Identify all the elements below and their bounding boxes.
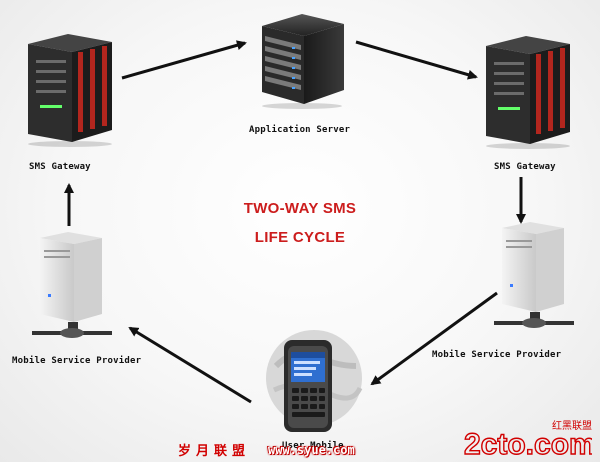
arrow-server-to-gateway xyxy=(355,40,478,80)
sms-gateway-right-label: SMS Gateway xyxy=(494,162,556,172)
diagram-title-line1: TWO-WAY SMS xyxy=(243,200,357,217)
provider-right-icon xyxy=(494,222,574,328)
diagram-title-line2: LIFE CYCLE xyxy=(254,229,346,246)
arrow-provider-to-mobile xyxy=(370,291,498,386)
watermark-logo-text: 2cto.com xyxy=(464,428,592,458)
provider-left-label: Mobile Service Provider xyxy=(12,356,142,366)
arrow-gateway-to-server xyxy=(121,40,247,80)
application-server-icon xyxy=(262,14,344,109)
watermark-chinese: 岁月联盟 xyxy=(178,444,251,459)
user-mobile-icon xyxy=(266,330,363,432)
application-server-label: Application Server xyxy=(249,125,351,135)
watermark-logo-cn: 红黑联盟 xyxy=(552,419,592,432)
provider-right-label: Mobile Service Provider xyxy=(432,350,562,360)
sms-gateway-right-icon xyxy=(486,36,570,149)
sms-gateway-left-icon xyxy=(28,34,112,147)
user-mobile-label: User Mobile xyxy=(282,441,344,451)
arrow-mobile-to-provider xyxy=(128,326,252,404)
watermark-logo: 2cto.com 红黑联盟 xyxy=(463,419,592,458)
watermark-url: www.syue.com xyxy=(268,443,355,457)
sms-gateway-left-label: SMS Gateway xyxy=(29,162,91,172)
provider-left-icon xyxy=(32,232,112,338)
